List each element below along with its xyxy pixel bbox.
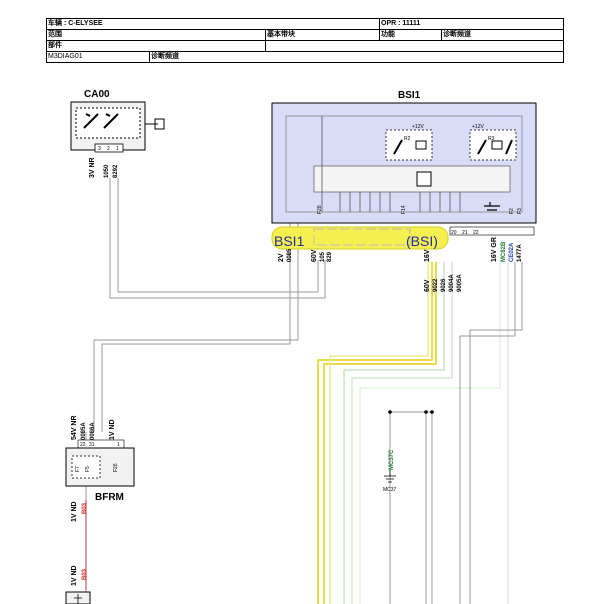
wire-label: CE02A bbox=[509, 242, 515, 262]
bsi1-connector: BSI1 (BSI) 20 21 22 bbox=[271, 226, 535, 250]
wire-label: 1V ND bbox=[109, 419, 116, 440]
fuse-label: F7 bbox=[75, 466, 81, 472]
header-row-2: 范围 基本带块 功能 诊断频道 bbox=[47, 30, 563, 41]
doc-code-cell: M3DIAG01 bbox=[48, 53, 83, 60]
pin-label: 20 bbox=[451, 230, 457, 236]
connector-icon bbox=[74, 594, 82, 604]
wire-label: MC82B bbox=[501, 241, 507, 262]
bsi-internal-lines bbox=[321, 116, 461, 212]
relay-contact-icon bbox=[393, 139, 513, 155]
opr-cell: OPR : 11111 bbox=[379, 19, 563, 29]
wire-label: 9005A bbox=[457, 274, 463, 292]
bsi-wire-labels: 2V 0085 60V 105 829 16V 60V 9022 9026 90… bbox=[278, 237, 523, 292]
ca00-label: CA00 bbox=[84, 89, 110, 100]
wire-label: 1477A bbox=[517, 244, 523, 262]
pin-label: 21 bbox=[462, 230, 468, 236]
fuse-label: F28 bbox=[317, 205, 323, 214]
wire-label: B03 bbox=[82, 502, 88, 514]
connector-right-label: (BSI) bbox=[406, 233, 438, 249]
v12-label: +12V bbox=[412, 124, 424, 130]
wire-label: 9026 bbox=[441, 278, 447, 292]
fuse-label: F14 bbox=[401, 205, 407, 214]
wire-label: 9004A bbox=[449, 274, 455, 292]
wire-label: MC37C bbox=[389, 449, 395, 470]
lower-left-component: 1V ND B03 bbox=[65, 565, 91, 604]
relay-r2 bbox=[385, 129, 433, 161]
range-cell: 范围 bbox=[48, 31, 62, 38]
ca00-pin-block bbox=[94, 143, 124, 153]
vehicle-cell: 车辆 : C-ELYSEE bbox=[48, 20, 103, 27]
wire-label: 829 bbox=[327, 251, 333, 262]
connector-left-label: BSI1 bbox=[274, 233, 305, 249]
bsi1-component: BSI1 +12V +12V R2 R3 F28 F14 F2 F3 bbox=[271, 90, 537, 224]
diag-cell: 诊断频道 bbox=[441, 30, 563, 40]
relay-label: R3 bbox=[488, 136, 495, 142]
connector-pins bbox=[313, 228, 411, 246]
wire-label: 9022 bbox=[433, 278, 439, 292]
bsi1-inner bbox=[285, 115, 523, 213]
function-cell: 功能 bbox=[379, 30, 441, 40]
wire-label: 0085 bbox=[287, 248, 293, 262]
wire-label: 16V bbox=[424, 249, 431, 262]
wire-label: B03 bbox=[82, 568, 88, 580]
relay-r3 bbox=[469, 129, 517, 161]
wire-label: 0086A bbox=[90, 422, 96, 440]
bfrm-fuse-area bbox=[71, 455, 101, 479]
coil-icon bbox=[491, 140, 503, 150]
wire-label: 16V GR bbox=[491, 237, 498, 262]
bsi1-module bbox=[313, 165, 511, 193]
ca00-pin: 1 bbox=[116, 146, 119, 152]
pin-label: 31 bbox=[89, 442, 95, 448]
wire-label: 60V bbox=[424, 279, 431, 292]
mc37-ground: MC37C MC37 bbox=[383, 410, 434, 493]
switch-icon bbox=[83, 113, 119, 129]
wire-label: 1050 bbox=[104, 164, 110, 178]
pin-label: 22 bbox=[80, 442, 86, 448]
bsi1-box bbox=[271, 102, 537, 224]
basic-cell: 基本带块 bbox=[265, 30, 379, 40]
wire-label: 0085A bbox=[81, 422, 87, 440]
header-table: 车辆 : C-ELYSEE OPR : 11111 范围 基本带块 功能 诊断频… bbox=[46, 18, 564, 63]
fuse-label: F3 bbox=[517, 208, 523, 214]
relay-label: R2 bbox=[404, 136, 411, 142]
ca00-pin: 3 bbox=[98, 146, 101, 152]
parts-value-cell bbox=[265, 41, 563, 51]
header-row-3: 部件 bbox=[47, 41, 563, 52]
bsi1-label: BSI1 bbox=[398, 90, 421, 101]
wire-label: 54V NR bbox=[71, 415, 78, 440]
parts-cell: 部件 bbox=[48, 42, 62, 49]
pin-label: 1 bbox=[117, 442, 120, 448]
wire-label: 2V bbox=[278, 253, 285, 262]
wire-label: 1V ND bbox=[71, 565, 78, 586]
connector-highlight bbox=[271, 226, 449, 250]
ground-icon bbox=[484, 202, 500, 211]
antenna-icon bbox=[145, 118, 165, 130]
wire-label: 8292 bbox=[113, 164, 119, 178]
ca00-pin: 2 bbox=[107, 146, 110, 152]
wire-label: 60V bbox=[311, 249, 318, 262]
bfrm-label: BFRM bbox=[95, 492, 124, 503]
fuse-label: F2 bbox=[509, 208, 515, 214]
doc-title-cell: 诊断频道 bbox=[149, 52, 563, 62]
ca00-conn-label: 3V NR bbox=[89, 157, 96, 178]
wire-label: 1V ND bbox=[71, 501, 78, 522]
header-row-4: M3DIAG01 诊断频道 bbox=[47, 52, 563, 62]
ground-icon bbox=[384, 470, 396, 483]
ca00-component: CA00 3 2 1 3V NR 1050 8292 bbox=[70, 89, 165, 178]
chip-icon bbox=[416, 171, 432, 187]
fuse-label: F5 bbox=[85, 466, 91, 472]
connector-right-pins bbox=[449, 226, 535, 236]
coil-icon bbox=[415, 140, 427, 150]
header-row-1: 车辆 : C-ELYSEE OPR : 11111 bbox=[47, 19, 563, 30]
mc37-tag: MC37 bbox=[383, 487, 397, 493]
v12-label: +12V bbox=[472, 124, 484, 130]
fuse-label: F26 bbox=[113, 463, 119, 472]
wire-label: 105 bbox=[320, 251, 326, 262]
pin-label: 22 bbox=[473, 230, 479, 236]
bfrm-component: 54V NR 0085A 0086A 1V ND 22 31 1 F7 F5 F… bbox=[65, 415, 135, 522]
